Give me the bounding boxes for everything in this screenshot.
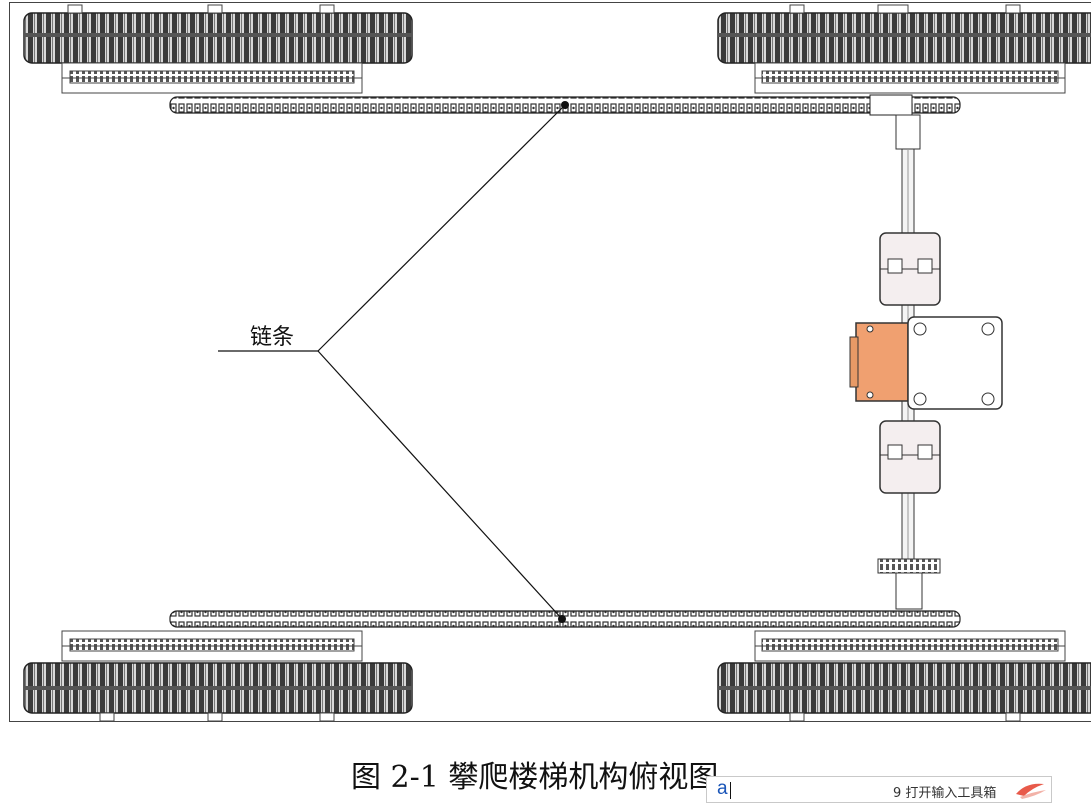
- chain-callout-label: 链条: [250, 325, 295, 350]
- chain-bottom: [169, 610, 961, 628]
- ime-logo-icon[interactable]: [1014, 780, 1048, 800]
- wheel-top-right: [717, 4, 1091, 94]
- ime-composition-text[interactable]: a: [717, 778, 728, 799]
- ime-candidate-open-toolbox[interactable]: 9 打开输入工具箱: [893, 786, 997, 801]
- wheel-top-left: [23, 4, 413, 94]
- wheel-bottom-right: [717, 630, 1091, 721]
- coupling-upper: [879, 232, 941, 306]
- figure-caption: 图 2-1 攀爬楼梯机构俯视图: [351, 760, 719, 795]
- mechanism-drawing: [23, 4, 1091, 721]
- figure-frame: 链条: [9, 2, 1091, 722]
- motor: [849, 316, 1003, 410]
- text-caret: [730, 782, 731, 799]
- coupling-lower: [879, 420, 941, 494]
- callout-leader: [218, 104, 566, 620]
- wheel-bottom-left: [23, 630, 413, 721]
- ime-toolbar[interactable]: a 9 打开输入工具箱: [706, 776, 1052, 803]
- sprocket: [877, 558, 941, 610]
